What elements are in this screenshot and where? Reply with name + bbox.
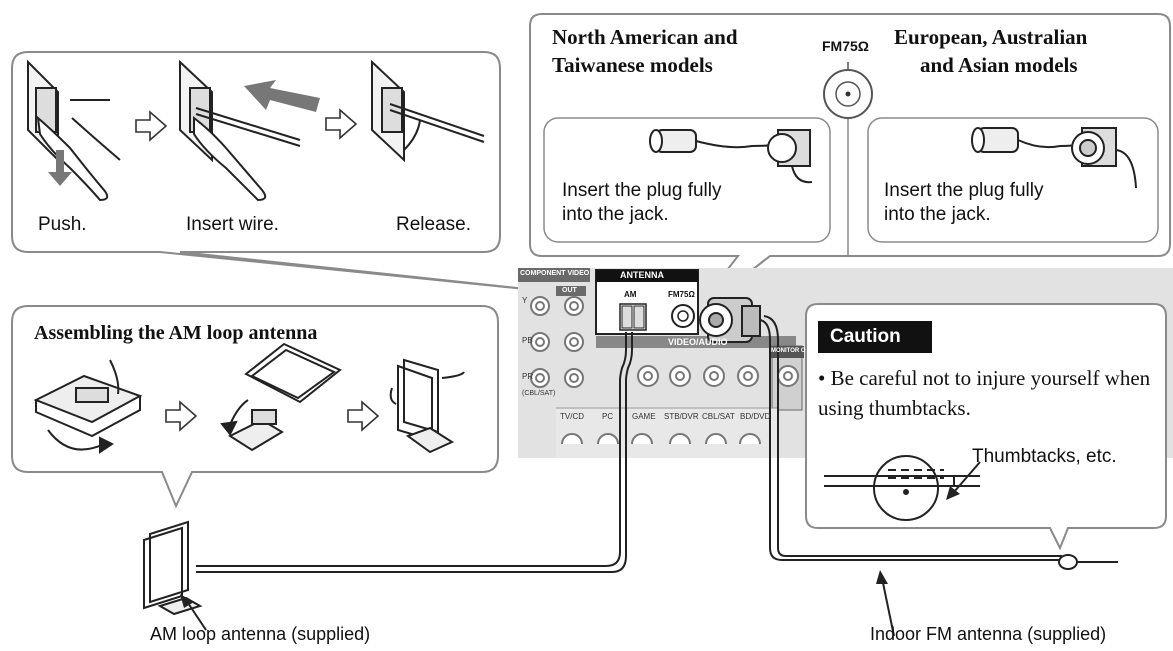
na-models-heading-line1: North American and [552, 25, 738, 49]
input-label-cblsat: CBL/SAT [702, 412, 735, 421]
caution-body: • Be careful not to injure yourself when… [818, 363, 1163, 423]
input-jacks-bottom [561, 433, 761, 445]
am-assembly-callout [11, 305, 499, 509]
release-illustration [371, 59, 485, 163]
component-video-label: COMPONENT VIDEO [520, 270, 590, 277]
pb-label: PB [522, 336, 533, 345]
cbl-sat-label: (CBL/SAT) [522, 390, 556, 397]
fm-antenna-tip [1058, 554, 1078, 570]
am-assembly-step2 [220, 342, 342, 452]
eu-models-heading-line1: European, Australian [894, 25, 1088, 49]
insert-direction-arrow [244, 80, 320, 112]
eu-plug-note-line1: Insert the plug fully [884, 180, 1044, 201]
am-callout-arrow [180, 594, 207, 631]
am-antenna-callout-label: AM loop antenna (supplied) [150, 624, 371, 644]
thumbtacks-label: Thumbtacks, etc. [972, 446, 1117, 467]
caution-bullet: • [818, 366, 826, 390]
am-antenna-cable [196, 332, 633, 573]
thumbtack-pointer [946, 461, 981, 500]
fm-callout-arrow [876, 570, 895, 637]
caution-text: Be careful not to injure yourself when u… [818, 366, 1151, 420]
out-label: OUT [562, 287, 577, 294]
video-audio-label: VIDEO/AUDIO [668, 337, 728, 347]
fm-antenna-cable [759, 315, 1118, 563]
fm-terminal-label: FM75Ω [668, 290, 695, 299]
pr-label: PR [522, 372, 534, 381]
monitor-out-label: MONITOR O [771, 348, 806, 354]
input-label-tvcd: TV/CD [560, 412, 584, 421]
push-arrow [48, 150, 72, 186]
am-assembly-title: Assembling the AM loop antenna [34, 322, 318, 344]
release-label: Release. [396, 214, 471, 235]
step-arrow-2 [325, 108, 358, 140]
am-assembly-step3 [389, 358, 465, 454]
video-audio-jacks [637, 365, 799, 387]
eu-plug-note-line2: into the jack. [884, 204, 991, 225]
thumbtack-illustration [824, 455, 980, 521]
eu-plug-illustration [971, 127, 1137, 189]
push-label: Push. [38, 214, 87, 235]
input-label-stbdvr: STB/DVR [664, 412, 699, 421]
insert-illustration [179, 59, 301, 202]
am-step-arrow-2 [347, 400, 380, 432]
na-models-heading-line2: Taiwanese models [552, 53, 713, 77]
am-terminal-label: AM [624, 290, 637, 299]
insert-wire-label: Insert wire. [186, 214, 279, 235]
input-label-bddvd: BD/DVD [740, 412, 771, 421]
fm-antenna-callout-label: Indoor FM antenna (supplied) [870, 624, 1107, 644]
caution-tag: Caution [818, 321, 932, 353]
antenna-header: ANTENNA [620, 270, 664, 280]
input-label-pc: PC [602, 412, 614, 421]
component-jacks [530, 296, 584, 388]
wire-steps-callout [11, 51, 556, 293]
y-label: Y [522, 296, 528, 305]
na-plug-note-line2: into the jack. [562, 204, 669, 225]
na-plug-illustration [649, 129, 813, 184]
am-loop-antenna [143, 520, 203, 616]
am-step-arrow-1 [165, 400, 198, 432]
fm-connector-plugged [699, 297, 761, 343]
fm75-jack-label: FM75Ω [822, 38, 870, 54]
eu-models-heading-line2: and Asian models [920, 53, 1078, 77]
step-arrow-1 [135, 110, 168, 142]
am-assembly-step1 [33, 359, 143, 454]
na-plug-note-line1: Insert the plug fully [562, 180, 722, 201]
input-label-game: GAME [632, 412, 656, 421]
